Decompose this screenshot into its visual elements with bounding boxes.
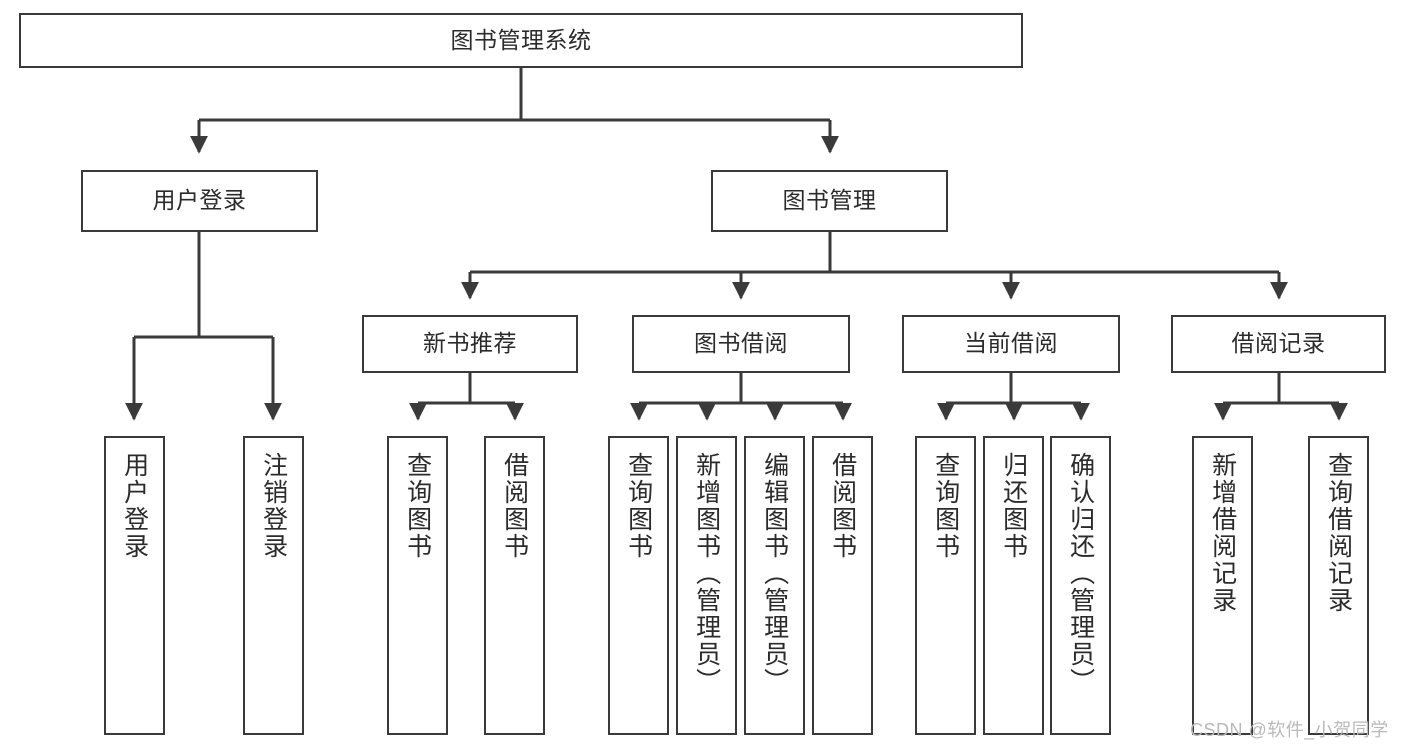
node-leaf-edit-book[interactable]: 编辑图书（管理员） (744, 436, 805, 735)
node-label: 归还图书 (999, 452, 1028, 560)
node-system-root[interactable]: 图书管理系统 (19, 13, 1023, 68)
node-book-management[interactable]: 图书管理 (711, 170, 948, 232)
node-leaf-query-book-1[interactable]: 查询图书 (387, 436, 448, 735)
node-new-book-recommend[interactable]: 新书推荐 (362, 315, 578, 373)
node-label: 查询图书 (931, 452, 960, 560)
node-label: 确认归还（管理员） (1066, 452, 1095, 695)
node-label: 编辑图书（管理员） (760, 452, 789, 695)
node-leaf-return-book[interactable]: 归还图书 (983, 436, 1044, 735)
node-leaf-add-record[interactable]: 新增借阅记录 (1192, 436, 1253, 735)
node-current-borrow[interactable]: 当前借阅 (902, 315, 1120, 373)
node-label: 新增图书（管理员） (692, 452, 721, 695)
node-label: 查询图书 (624, 452, 653, 560)
node-label: 注销登录 (259, 452, 288, 560)
node-label: 当前借阅 (964, 330, 1058, 357)
node-label: 借阅记录 (1231, 330, 1326, 357)
node-label: 借阅图书 (500, 452, 529, 560)
node-leaf-query-book-3[interactable]: 查询图书 (915, 436, 976, 735)
node-book-borrow[interactable]: 图书借阅 (632, 315, 850, 373)
node-label: 用户登录 (120, 452, 149, 560)
node-leaf-borrow-book-2[interactable]: 借阅图书 (812, 436, 873, 735)
node-leaf-user-login[interactable]: 用户登录 (104, 436, 165, 735)
node-leaf-borrow-book-1[interactable]: 借阅图书 (484, 436, 545, 735)
node-leaf-confirm-return[interactable]: 确认归还（管理员） (1050, 436, 1111, 735)
node-label: 用户登录 (152, 187, 247, 214)
node-leaf-query-record[interactable]: 查询借阅记录 (1308, 436, 1369, 735)
node-label: 新书推荐 (423, 330, 517, 357)
node-leaf-add-book[interactable]: 新增图书（管理员） (676, 436, 737, 735)
node-label: 新增借阅记录 (1208, 452, 1237, 614)
node-label: 图书管理系统 (450, 26, 592, 53)
node-borrow-record[interactable]: 借阅记录 (1171, 315, 1386, 373)
node-leaf-logout[interactable]: 注销登录 (243, 436, 304, 735)
node-label: 图书管理 (782, 187, 877, 214)
node-user-login[interactable]: 用户登录 (81, 170, 318, 232)
node-label: 借阅图书 (828, 452, 857, 560)
node-label: 图书借阅 (694, 330, 788, 357)
node-label: 查询借阅记录 (1324, 452, 1353, 614)
node-label: 查询图书 (403, 452, 432, 560)
node-leaf-query-book-2[interactable]: 查询图书 (608, 436, 669, 735)
watermark: CSDN @软件_小贺同学 (1190, 720, 1389, 740)
